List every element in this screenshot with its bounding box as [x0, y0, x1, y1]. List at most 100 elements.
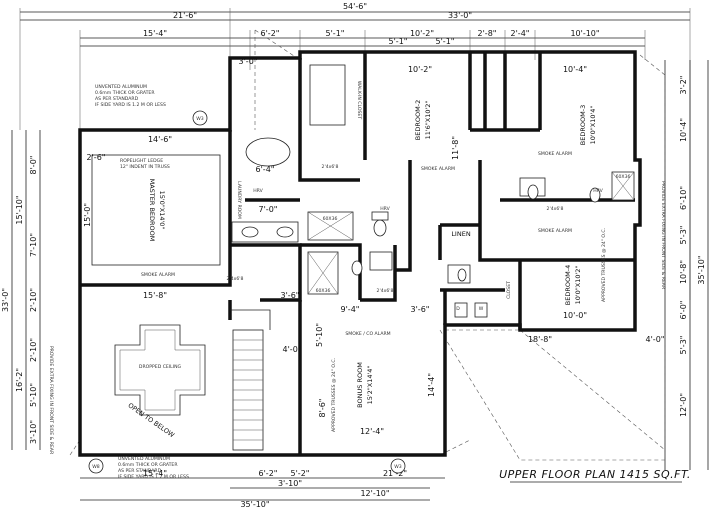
dim-bottom-6: 12'-10" — [360, 489, 389, 498]
window-tag-w3-bottom-label: W3 — [394, 464, 402, 470]
dim-right-overall: 35'-10" — [697, 255, 706, 284]
dim-inner-9: 9'-4" — [341, 305, 360, 314]
dim-inner-19: 18'-8" — [528, 335, 552, 344]
dashed-outlines — [69, 29, 666, 461]
room-bed4-size: 10'0"X10'2" — [574, 266, 582, 305]
dim-inner-8: 3'-6" — [281, 291, 300, 300]
room-bonus-size: 15'2"X14'4" — [366, 366, 374, 405]
window-tag-w3-bottom — [390, 458, 406, 474]
smoke-co-alarm: SMOKE / CO ALARM — [345, 331, 390, 337]
dim-inner-13: 4'-0" — [283, 345, 302, 354]
dim-right-8: 12'-0" — [679, 393, 688, 417]
dim-top-h: 5'-1" — [389, 37, 408, 46]
room-bonus-name: BONUS ROOM — [356, 362, 364, 408]
appliance-d: D — [456, 306, 460, 312]
dim-inner-12: 8'-6" — [318, 399, 327, 418]
room-bed2-size: 11'6"X10'2" — [424, 101, 432, 140]
dim-left-2: 8'-0" — [29, 156, 38, 175]
dropped-ceiling-outline — [114, 324, 206, 416]
dim-right-1: 3'-2" — [679, 76, 688, 95]
dim-left-4: 2'-10" — [29, 288, 38, 312]
window-tag-w3-top-label: W3 — [196, 116, 204, 122]
dim-inner-20: 4'-0" — [646, 335, 665, 344]
note-right-side: PROVIDE EXTRA FIXING IN FRONT SIDE & REA… — [660, 181, 666, 290]
dim-right-7: 5'-3" — [679, 336, 688, 355]
room-master-size: 15'0"X14'0" — [158, 191, 166, 230]
window-tag-w8 — [88, 458, 104, 474]
note-top-line-3: AS PER STANDARD — [95, 96, 139, 102]
dim-top-i: 5'-1" — [436, 37, 455, 46]
dim-left-7: 5'-10" — [29, 383, 38, 407]
dim-inner-10: 3'-6" — [411, 305, 430, 314]
dim-inner-21: 5'-10" — [315, 323, 324, 347]
door-tag-2: 2'4x6'8 — [227, 276, 244, 282]
window-tag-w8-label: W8 — [92, 464, 100, 470]
note-top-line-2: 0.6mm THICK OR GRATER — [95, 90, 155, 96]
dim-inner-5: 7'-0" — [259, 205, 278, 214]
dim-bottom-7: 35'-10" — [240, 500, 269, 509]
dim-top-d: 10'-2" — [410, 29, 434, 38]
room-bed3-name: BEDROOM-3 — [579, 105, 587, 145]
open-to-below-label: OPEN TO BELOW — [126, 401, 176, 439]
dim-top-left: 21'-6" — [173, 11, 197, 20]
dim-inner-16: 10'-4" — [563, 65, 587, 74]
dim-inner-7: 15'-8" — [143, 291, 167, 300]
dim-top-e: 2'-8" — [478, 29, 497, 38]
dim-top-f: 2'-4" — [511, 29, 530, 38]
dim-right-4: 5'-3" — [679, 226, 688, 245]
dim-right-6: 6'-0" — [679, 301, 688, 320]
dim-top-right: 33'-0" — [448, 11, 472, 20]
fixtures — [231, 64, 635, 318]
room-master-name: MASTER BEDROOM — [148, 179, 156, 242]
room-laundry: LAUNDRY ROOM — [236, 181, 242, 219]
smoke-alarm-bed4: SMOKE ALARM — [538, 228, 572, 234]
dim-right-5: 10'-8" — [679, 260, 688, 284]
window-tag-w3-top — [192, 110, 208, 126]
trusses-label-bed4: APPROVED TRUSSES @ 24" O.C. — [601, 228, 607, 302]
dim-left-1: 15'-10" — [15, 195, 24, 224]
dim-inner-14: 12'-4" — [360, 427, 384, 436]
dim-left-8: 3'-10" — [29, 420, 38, 444]
smoke-alarm-bed3: SMOKE ALARM — [538, 151, 572, 157]
shower-label-2: 60X36 — [316, 288, 331, 294]
exterior-walls — [78, 50, 642, 457]
dim-top-g: 10'-10" — [570, 29, 599, 38]
note-top-line-4: IF SIDE YARD IS 1.2 M OR LESS — [95, 102, 166, 108]
room-bed4-name: BEDROOM-4 — [564, 265, 572, 305]
dim-inner-3: 2'-6" — [87, 153, 106, 162]
note-bottom-line-3: AS PER STANDARD — [118, 468, 162, 474]
top-dimension-lines — [19, 8, 691, 300]
dim-inner-17: 10'-2" — [408, 65, 432, 74]
shower-label-3: 60X36 — [616, 174, 631, 180]
dim-inner-22: 3'-0" — [239, 57, 258, 66]
ropelight-label-2: 12" INDENT IN TRUSS — [120, 164, 170, 170]
dim-bottom-2: 6'-2" — [259, 469, 278, 478]
shower-label-1: 60X36 — [323, 216, 338, 222]
dim-inner-2: 15'-0" — [83, 203, 92, 227]
note-bottom-line-1: UNVENTED ALUMINUM — [118, 456, 170, 462]
room-closet: CLOSET — [506, 281, 512, 299]
dim-inner-4: 6'-4" — [256, 165, 275, 174]
smoke-alarm-bed2: SMOKE ALARM — [421, 166, 455, 172]
staircase — [230, 309, 271, 451]
hrv-label-2: HRV — [380, 206, 390, 212]
dim-left-3: 7'-10" — [29, 233, 38, 257]
note-left-side: PROVIDE EXTRA FIXING IN FRONT SIDE & REA… — [48, 346, 54, 455]
hrv-label-1: HRV — [253, 188, 263, 194]
dim-bottom-5: 3'-10" — [278, 479, 302, 488]
trusses-label-bonus: APPROVED TRUSSES @ 24" O.C. — [331, 358, 337, 432]
dim-bottom-4: 21'-2" — [383, 469, 407, 478]
room-walkin: WALK-IN CLOSET — [356, 81, 362, 119]
dim-inner-11: 11'-8" — [451, 136, 460, 160]
note-bottom-line-2: 0.6mm THICK OR GRATER — [118, 462, 178, 468]
ropelight-ledge-outline — [91, 154, 221, 266]
room-bed3-size: 10'0"X10'4" — [589, 106, 597, 145]
dim-top-a: 15'-4" — [143, 29, 167, 38]
dim-left-6: 2'-10" — [29, 338, 38, 362]
dropped-ceiling-label: DROPPED CEILING — [139, 364, 182, 370]
room-bed2-name: BEDROOM-2 — [414, 100, 422, 140]
door-tag-3: 2'4x6'8 — [377, 288, 394, 294]
dim-right-3: 6'-10" — [679, 186, 688, 210]
dim-top-b: 6'-2" — [261, 29, 280, 38]
